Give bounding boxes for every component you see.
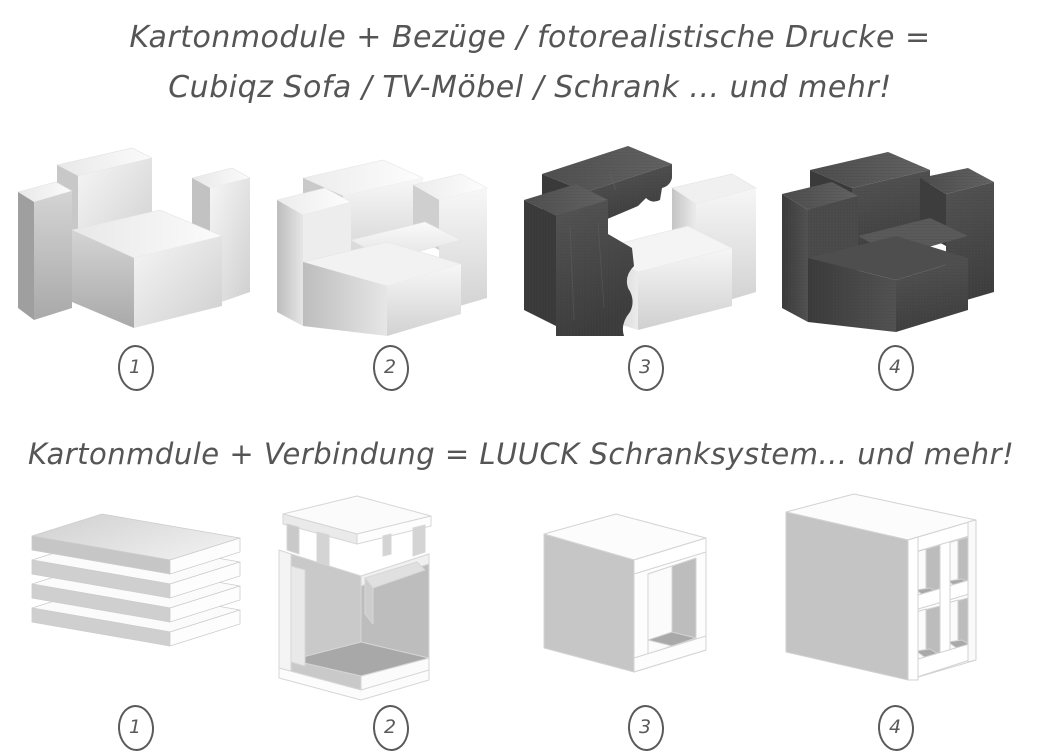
step-number-label: 1 [128, 356, 142, 378]
step-covers-1: 1 [10, 130, 260, 392]
step-number-badge: 1 [10, 704, 260, 752]
armchair-modules-exploded-illustration [10, 130, 260, 345]
step-covers-2: 2 [265, 130, 515, 392]
heading-row1-line1: Kartonmodule + Bezüge / fotorealistische… [129, 20, 931, 55]
step-number-label: 2 [383, 716, 397, 738]
step-number-badge: 4 [770, 344, 1020, 392]
step-number-badge: 2 [265, 704, 515, 752]
step-covers-3: 3 [520, 130, 770, 392]
step-cabinet-2: 2 [265, 490, 515, 752]
step-number-label: 2 [383, 356, 397, 378]
illustration-row-covers: 1 [0, 130, 1060, 392]
armchair-covered-dark-illustration [770, 130, 1020, 345]
step-cabinet-1: 1 [10, 490, 260, 752]
step-number-label: 4 [888, 356, 902, 378]
step-number-badge: 1 [10, 344, 260, 392]
heading-row1-line2: Cubiqz Sofa / TV-Möbel / Schrank ... und… [168, 70, 892, 105]
step-number-badge: 3 [520, 344, 770, 392]
armchair-cover-partial-illustration [520, 130, 770, 345]
step-number-label: 3 [638, 716, 652, 738]
cube-shelf-2x2-illustration [770, 490, 1020, 705]
step-number-label: 3 [638, 356, 652, 378]
step-number-badge: 3 [520, 704, 770, 752]
illustration-row-cabinet: 1 [0, 490, 1060, 752]
step-number-label: 1 [128, 716, 142, 738]
step-covers-4: 4 [770, 130, 1020, 392]
cardboard-panel-stack-illustration [10, 490, 260, 705]
armchair-assembled-white-illustration [265, 130, 515, 345]
heading-row2-line1: Kartonmdule + Verbindung = LUUCK Schrank… [28, 437, 1015, 471]
step-cabinet-3: 3 [520, 490, 770, 752]
single-cube-illustration [520, 490, 770, 705]
step-number-badge: 4 [770, 704, 1020, 752]
step-number-badge: 2 [265, 344, 515, 392]
step-cabinet-4: 4 [770, 490, 1020, 752]
step-number-label: 4 [888, 716, 902, 738]
cube-assembly-with-lid-illustration [265, 490, 515, 705]
